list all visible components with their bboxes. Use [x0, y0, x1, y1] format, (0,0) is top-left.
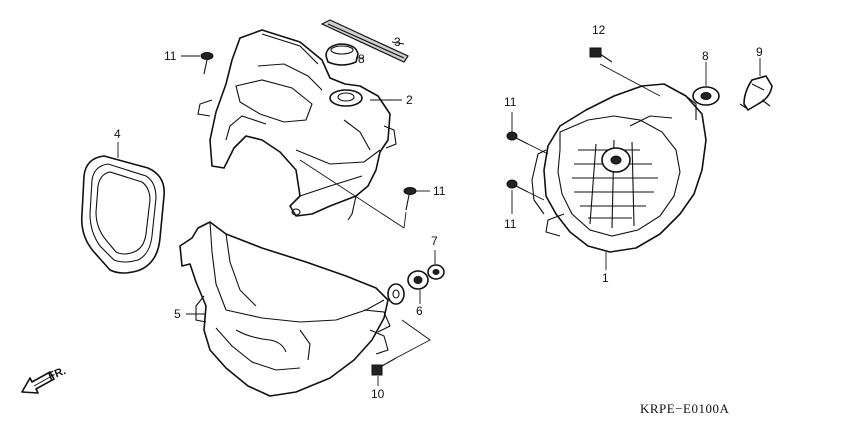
clamp-part — [739, 75, 773, 111]
callout-11-right-upper: 11 — [504, 95, 517, 109]
screw-11-mid — [403, 187, 417, 211]
callout-2: 2 — [406, 93, 413, 107]
callout-1: 1 — [602, 271, 609, 285]
callout-6: 6 — [416, 304, 423, 318]
callout-3: 3 — [394, 35, 401, 49]
upper-shroud-part — [197, 29, 397, 221]
screw-11-upper — [200, 52, 214, 75]
callout-5: 5 — [174, 307, 181, 321]
collar-part — [427, 264, 445, 280]
fan-cover-part — [531, 83, 707, 253]
damper-part — [407, 270, 429, 290]
figure-code: KRPE−E0100A — [640, 401, 730, 416]
callout-11-right-lower: 11 — [504, 217, 517, 231]
callout-9: 9 — [756, 45, 763, 59]
callout-7: 7 — [431, 234, 438, 248]
callout-11-upper: 11 — [164, 49, 177, 63]
rubber-strip-part — [320, 19, 409, 63]
callout-labels: 1 2 3 4 5 6 7 8 8 9 10 11 11 11 11 12 — [114, 23, 763, 401]
callout-8-right: 8 — [702, 49, 709, 63]
lower-shroud-part — [179, 221, 405, 397]
grommet-upper-part — [325, 43, 359, 66]
leader-lines — [117, 41, 761, 386]
callout-12: 12 — [592, 23, 606, 37]
callout-11-mid: 11 — [433, 184, 446, 198]
front-direction-indicator: FR. — [21, 365, 68, 394]
callout-4: 4 — [114, 127, 121, 141]
front-arrow-icon — [21, 371, 55, 394]
bolt-10 — [371, 357, 397, 376]
gasket-part — [80, 155, 165, 274]
screw-11-right-upper — [506, 131, 529, 145]
grommet-right-part — [692, 86, 720, 106]
callout-10: 10 — [371, 387, 385, 401]
callout-8-upper: 8 — [358, 52, 365, 66]
front-direction-label: FR. — [47, 365, 68, 383]
bolt-12 — [589, 47, 613, 63]
screw-11-right-lower — [506, 179, 529, 193]
